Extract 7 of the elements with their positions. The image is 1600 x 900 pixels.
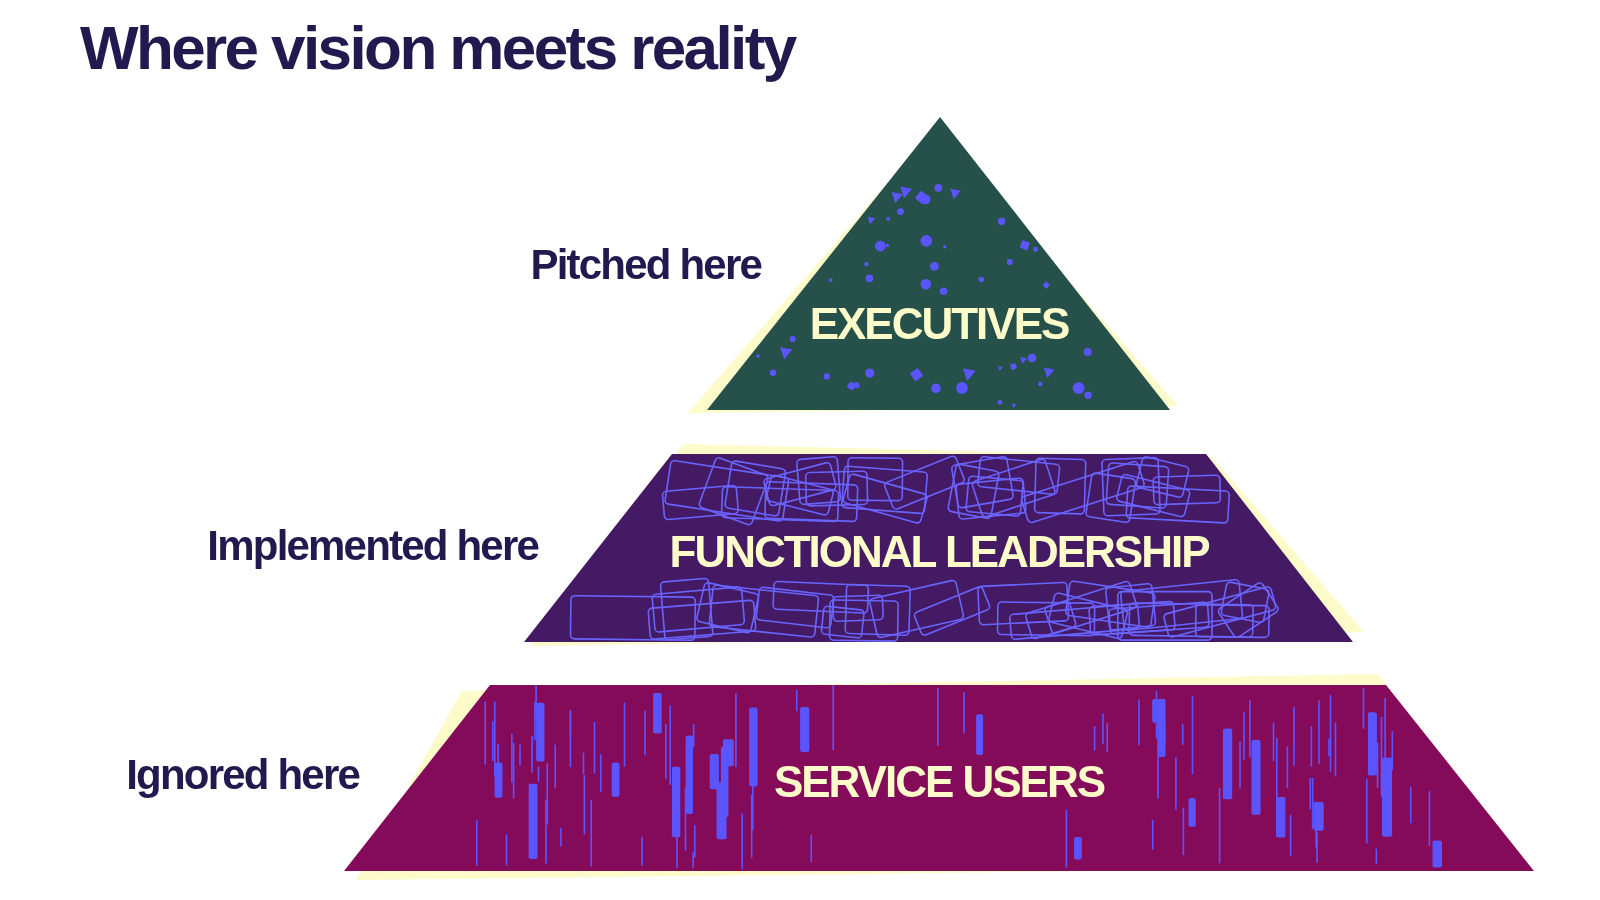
tier-caption: Implemented here	[207, 522, 538, 570]
tier-label: EXECUTIVES	[809, 299, 1069, 349]
tier-label: FUNCTIONAL LEADERSHIP	[669, 527, 1209, 577]
title: Where vision meets reality	[80, 14, 795, 83]
tier-label: SERVICE USERS	[773, 757, 1105, 807]
tier-caption: Pitched here	[530, 241, 761, 289]
tier-caption: Ignored here	[126, 751, 359, 799]
